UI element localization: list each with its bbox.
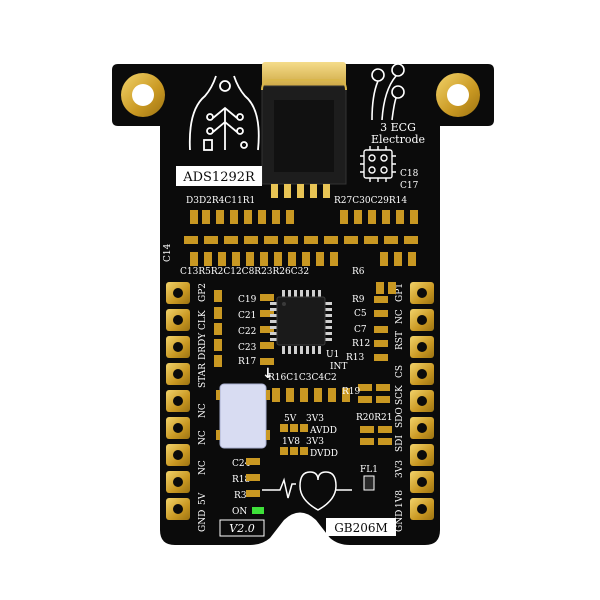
model-label-box (326, 518, 396, 536)
model-label: GB206M (334, 521, 388, 535)
right-pin-gnd: GND (395, 510, 405, 532)
left-bottom-r3: R3 (234, 491, 247, 501)
supply-dvdd-label: DVDD (310, 449, 338, 459)
left-pin-clk: CLK (198, 310, 208, 330)
int-label: INT (330, 362, 347, 372)
left-bottom-r18: R18 (232, 475, 251, 485)
left-pin-5v: 5V (198, 492, 208, 505)
right-pin-rst: RST (395, 331, 405, 350)
lower-refs: R16C1C3C4C2 (268, 373, 337, 383)
r20-r21-pads (360, 426, 392, 445)
right-pin-cs: CS (395, 365, 405, 378)
right-pin-sdo: SDO (395, 407, 405, 428)
mounting-hole-left (121, 73, 165, 117)
right-parts: R9 C5 C7 R12 R13 (346, 282, 396, 363)
supply-3v3-label-2: 3V3 (306, 437, 324, 447)
version-label: V2.0 (229, 522, 254, 535)
human-body-icon (188, 75, 260, 151)
electrode-icon (371, 63, 405, 121)
right-pin-3v3: 3V3 (395, 460, 405, 478)
supply-avdd-label: AVDD (309, 426, 337, 436)
left-pin-labels: GND 5V NC NC NC STAR DRDY CLK GP2 (198, 283, 208, 532)
left-pin-star: STAR (198, 363, 208, 388)
supply-1v8-label: 1V8 (282, 437, 300, 447)
supply-5v-label: 5V (284, 414, 297, 424)
mid-refs: C13R5R2C12C8R23R26C32 (180, 267, 309, 277)
right-pin-nc: NC (395, 309, 405, 324)
right-part-r12: R12 (352, 339, 370, 349)
down-arrow-icon: ↓ (262, 366, 274, 382)
right-pin-labels: GND 1V8 3V3 SDI SDO SCK CS RST NC GP1 (395, 283, 405, 532)
right-pin-gp1: GP1 (395, 283, 405, 302)
right-pin-sck: SCK (395, 385, 405, 405)
left-pin-nc-3: NC (198, 403, 208, 418)
right-pin-sdi: SDI (395, 435, 405, 452)
right-pin-header (410, 282, 434, 520)
left-caps: C19 C21 C22 C23 R17 (214, 290, 274, 367)
left-bottom-c24: C24 (232, 459, 251, 469)
right-pin-1v8: 1V8 (395, 490, 405, 508)
left-pin-gp2: GP2 (198, 283, 208, 302)
left-bottom-parts: C24 R18 R3 (232, 458, 260, 501)
usb-connector (261, 62, 347, 185)
right-part-c5: C5 (354, 309, 367, 319)
ads1292r-chip (270, 290, 332, 354)
r19-label: R19 (342, 387, 361, 397)
electrode-label-line1: 3 ECG (380, 121, 416, 134)
right-part-r9: R9 (352, 295, 365, 305)
left-cap-c22: C22 (238, 327, 256, 337)
lower-smd-row (272, 384, 390, 403)
chip-label-box (176, 166, 262, 186)
power-led-label: ON (232, 507, 247, 517)
supply-jumpers (280, 424, 308, 455)
top-right-refs: R27C30C29R14 (334, 196, 407, 206)
smd-row-2 (184, 236, 418, 244)
left-cap-c19: C19 (238, 295, 257, 305)
left-pin-nc-1: NC (198, 460, 208, 475)
cap-label-c17: C17 (400, 181, 419, 191)
usb-pins (271, 184, 330, 198)
electrode-label-line2: Electrode (371, 133, 425, 146)
supply-3v3-label-1: 3V3 (306, 414, 324, 424)
top-refs: D3D2R4C11R1 (186, 196, 255, 206)
right-part-c7: C7 (354, 325, 367, 335)
left-pin-drdy: DRDY (198, 332, 208, 360)
chip-ref-u1: U1 (326, 350, 339, 360)
left-pin-gnd: GND (198, 510, 208, 532)
left-res-r17: R17 (238, 357, 257, 367)
filter-component (363, 475, 375, 491)
right-part-r13: R13 (346, 353, 365, 363)
regulator-module (216, 383, 270, 449)
filter-label: FL1 (360, 465, 378, 475)
smd-row-3 (190, 252, 416, 266)
version-box (219, 519, 265, 537)
mounting-hole-right (436, 73, 480, 117)
r20r21-label: R20R21 (356, 413, 392, 423)
left-pin-header (162, 280, 194, 530)
chip-logo-icon (360, 146, 396, 182)
power-led (252, 507, 264, 514)
cap-label-c18: C18 (400, 169, 419, 179)
heart-ecg-icon (262, 471, 352, 511)
left-pin-nc-2: NC (198, 430, 208, 445)
r6-label: R6 (352, 267, 365, 277)
chip-label: ADS1292R (182, 170, 256, 185)
c14-label: C14 (163, 243, 173, 262)
smd-row-1 (190, 210, 418, 224)
left-cap-c23: C23 (238, 343, 257, 353)
left-cap-c21: C21 (238, 311, 256, 321)
